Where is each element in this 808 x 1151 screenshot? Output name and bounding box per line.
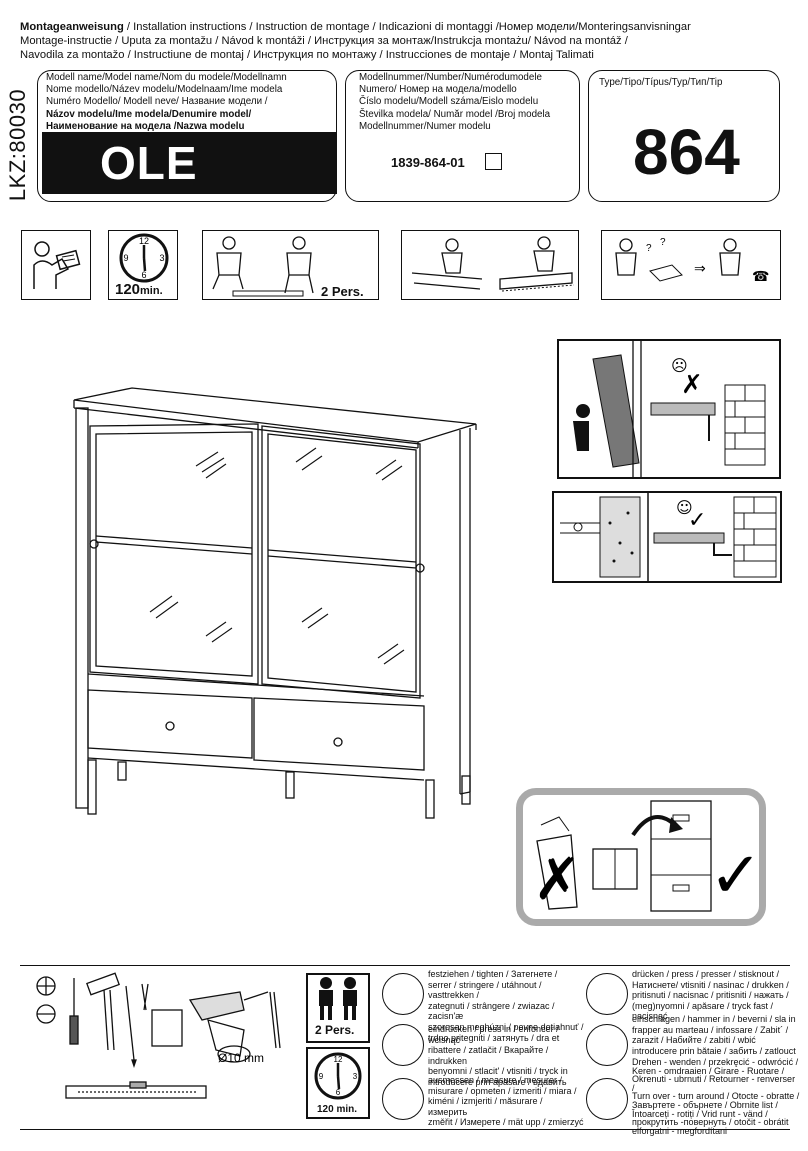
kneeling-persons-icon	[411, 236, 575, 292]
legend-measure: ausmessen / measure / mesurer / misurare…	[428, 1075, 584, 1128]
read-instructions-card	[21, 230, 91, 300]
type-label: Type/Tipo/Típus/Typ/Тип/Tip	[599, 77, 723, 88]
svg-text:?: ?	[646, 243, 652, 254]
wall-anchor-icon: ☺ ✓	[560, 493, 777, 581]
two-persons-icon	[212, 236, 314, 297]
svg-text:6: 6	[141, 270, 146, 280]
legend-tighten: festziehen / tighten / Затегнете / serre…	[428, 969, 584, 1043]
svg-text:✓: ✓	[709, 839, 759, 911]
push-icon	[586, 973, 628, 1015]
drill-size-label: Ø10 mm	[218, 1051, 264, 1065]
model-number-box: Modellnummer/Number/Numérodumodele Numer…	[345, 70, 580, 202]
clock-icon: 12 3 6 9	[119, 233, 169, 283]
svg-text:9: 9	[123, 253, 128, 263]
svg-text:⇒: ⇒	[694, 260, 706, 276]
header-title: Montageanweisung	[20, 21, 124, 33]
measure-icon	[382, 1078, 424, 1120]
tools-illustration: Ø10 mm	[36, 972, 281, 1099]
legend-push: drücken / press / presser / stisknout / …	[632, 969, 789, 1022]
svg-text:✗: ✗	[533, 847, 582, 912]
keep-instructions-panel: ✗ ✓	[516, 788, 766, 926]
call-support-card: ? ? ⇒ ☎	[601, 230, 781, 300]
legend-hammer: einschlagen / hammer in / beverni / sla …	[632, 1014, 796, 1056]
persons-tile: 2 Pers.	[306, 973, 370, 1043]
header-line2: Montage-instructie / Uputa za montažu / …	[20, 35, 628, 48]
svg-text:6: 6	[336, 1088, 341, 1097]
svg-text:3: 3	[353, 1072, 358, 1081]
svg-text:12: 12	[334, 1055, 343, 1064]
header-line3: Navodila za montažo / Instructiune de mo…	[20, 49, 594, 62]
model-number-value: 1839-864-01	[391, 155, 465, 170]
time-tile-label: 120 min.	[317, 1104, 358, 1115]
two-persons-silhouette-icon	[319, 977, 357, 1020]
svg-text:12: 12	[139, 236, 149, 246]
lkz-code: LKZ:80030	[5, 88, 30, 202]
persons-tile-label: 2 Pers.	[315, 1023, 355, 1037]
svg-text:☺: ☺	[676, 498, 693, 517]
bottom-divider-bottom	[20, 1129, 790, 1130]
svg-text:3: 3	[159, 253, 164, 263]
svg-text:9: 9	[319, 1072, 324, 1081]
time-tile: 12 3 6 9 120 min.	[306, 1047, 370, 1119]
floor-protection-card	[401, 230, 579, 300]
turn-over-icon	[586, 1078, 628, 1120]
type-box: Type/Tipo/Típus/Typ/Тип/Tip 864	[588, 70, 780, 202]
checkbox[interactable]	[485, 153, 502, 170]
tighten-icon	[382, 973, 424, 1015]
two-persons-card: 2 Pers.	[202, 230, 379, 300]
legend-press: eindrücken / press in / enfoncer / wcisn…	[428, 1024, 568, 1087]
bottom-divider-top	[20, 965, 790, 966]
header-line1: / Installation instructions / Instructio…	[123, 21, 691, 33]
svg-text:☹: ☹	[671, 356, 688, 375]
legend-turn: Drehen - wenden / przekręcić - odwrócić …	[632, 1057, 800, 1136]
reading-person-icon	[33, 241, 81, 289]
wall-mount-wrong-panel: ☹ ✗	[557, 339, 781, 479]
type-value: 864	[633, 116, 740, 188]
time-label: 120min.	[115, 281, 163, 298]
header-text: Montageanweisung / Installation instruct…	[20, 20, 800, 63]
time-card: 12 3 6 9 120min.	[108, 230, 178, 300]
cabinet-illustration	[73, 387, 477, 819]
support-phone-icon: ? ? ⇒ ☎	[615, 237, 769, 285]
hammer-icon	[586, 1024, 628, 1066]
persons-label: 2 Pers.	[321, 284, 364, 299]
svg-text:☎: ☎	[752, 269, 769, 285]
clock-icon-small: 12 3 6 9	[314, 1052, 362, 1100]
svg-text:✗: ✗	[681, 369, 703, 399]
wall-mount-right-panel: ☺ ✓	[552, 491, 782, 583]
press-in-icon	[382, 1024, 424, 1066]
model-name-value: OLE	[42, 132, 337, 194]
file-instructions-icon: ✗ ✓	[533, 800, 763, 912]
tipping-cabinet-icon: ☹ ✗	[573, 341, 766, 477]
svg-text:✓: ✓	[688, 507, 706, 532]
svg-text:?: ?	[660, 237, 666, 248]
